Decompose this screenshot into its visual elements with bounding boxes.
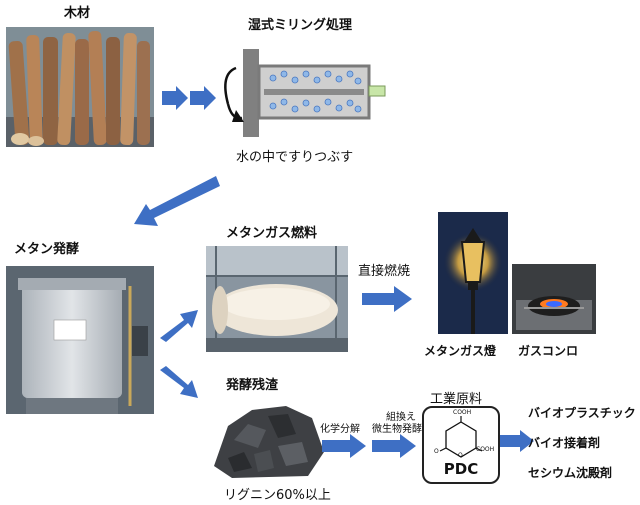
recombinant-label-line2: 微生物発酵 xyxy=(372,424,422,435)
residue-photo xyxy=(208,396,328,480)
recombinant-label-line1: 組換え xyxy=(386,412,416,423)
fermentation-residue-label: 発酵残渣 xyxy=(226,378,279,393)
pdc-cooh-top: COOH xyxy=(453,409,472,416)
gas-bag-photo xyxy=(206,246,348,352)
arrow-to-pdc xyxy=(372,434,416,458)
arrow-wood-to-milling xyxy=(162,86,216,110)
chemical-decomposition-label: 化学分解 xyxy=(320,424,360,435)
fermentation-tank-image xyxy=(6,266,154,414)
pdc-structure-box: COOH COOH O O PDC xyxy=(422,406,500,484)
methane-gas-lamp-label: メタンガス燈 xyxy=(424,344,497,358)
pdc-cooh-right: COOH xyxy=(476,446,495,453)
residue-image xyxy=(214,406,324,478)
wet-mill-illustration xyxy=(224,49,386,137)
gas-stove-photo xyxy=(512,264,596,334)
fermentation-tank-photo xyxy=(6,266,154,414)
industrial-raw-material-label: 工業原料 xyxy=(430,392,483,407)
product-bioplastic: バイオプラスチック xyxy=(528,406,636,420)
methane-fermentation-label: メタン発酵 xyxy=(14,242,80,257)
arrow-milling-to-fermentation xyxy=(134,176,220,226)
pdc-ketone-oxygen: O xyxy=(434,448,439,455)
grind-in-water-caption: 水の中ですりつぶす xyxy=(236,150,354,165)
arrow-to-methane-gas xyxy=(160,310,198,342)
arrow-to-combustion xyxy=(362,286,412,312)
gas-stove-image xyxy=(512,264,596,334)
wood-label: 木材 xyxy=(64,6,91,21)
gas-stove-label: ガスコンロ xyxy=(518,344,579,358)
arrow-to-residue xyxy=(160,366,198,398)
wet-milling-label: 湿式ミリング処理 xyxy=(248,18,353,33)
methane-gas-fuel-label: メタンガス燃料 xyxy=(226,226,318,241)
gas-bag-image xyxy=(206,246,348,352)
product-bio-adhesive: バイオ接着剤 xyxy=(528,436,601,450)
arrow-to-products xyxy=(500,430,534,452)
lignin-caption: リグニン60%以上 xyxy=(224,488,331,503)
pdc-label: PDC xyxy=(443,460,479,478)
arrow-to-chemical xyxy=(322,434,366,458)
gas-lamp-photo xyxy=(438,212,508,334)
wood-logs-photo xyxy=(6,27,154,147)
product-cesium-precipitant: セシウム沈殿剤 xyxy=(528,466,613,480)
gas-lamp-image xyxy=(438,212,508,334)
direct-combustion-label: 直接燃焼 xyxy=(358,264,411,279)
pdc-molecule-drawing xyxy=(439,416,483,458)
pdc-ring-oxygen: O xyxy=(458,452,463,459)
wood-logs-image xyxy=(6,27,154,147)
